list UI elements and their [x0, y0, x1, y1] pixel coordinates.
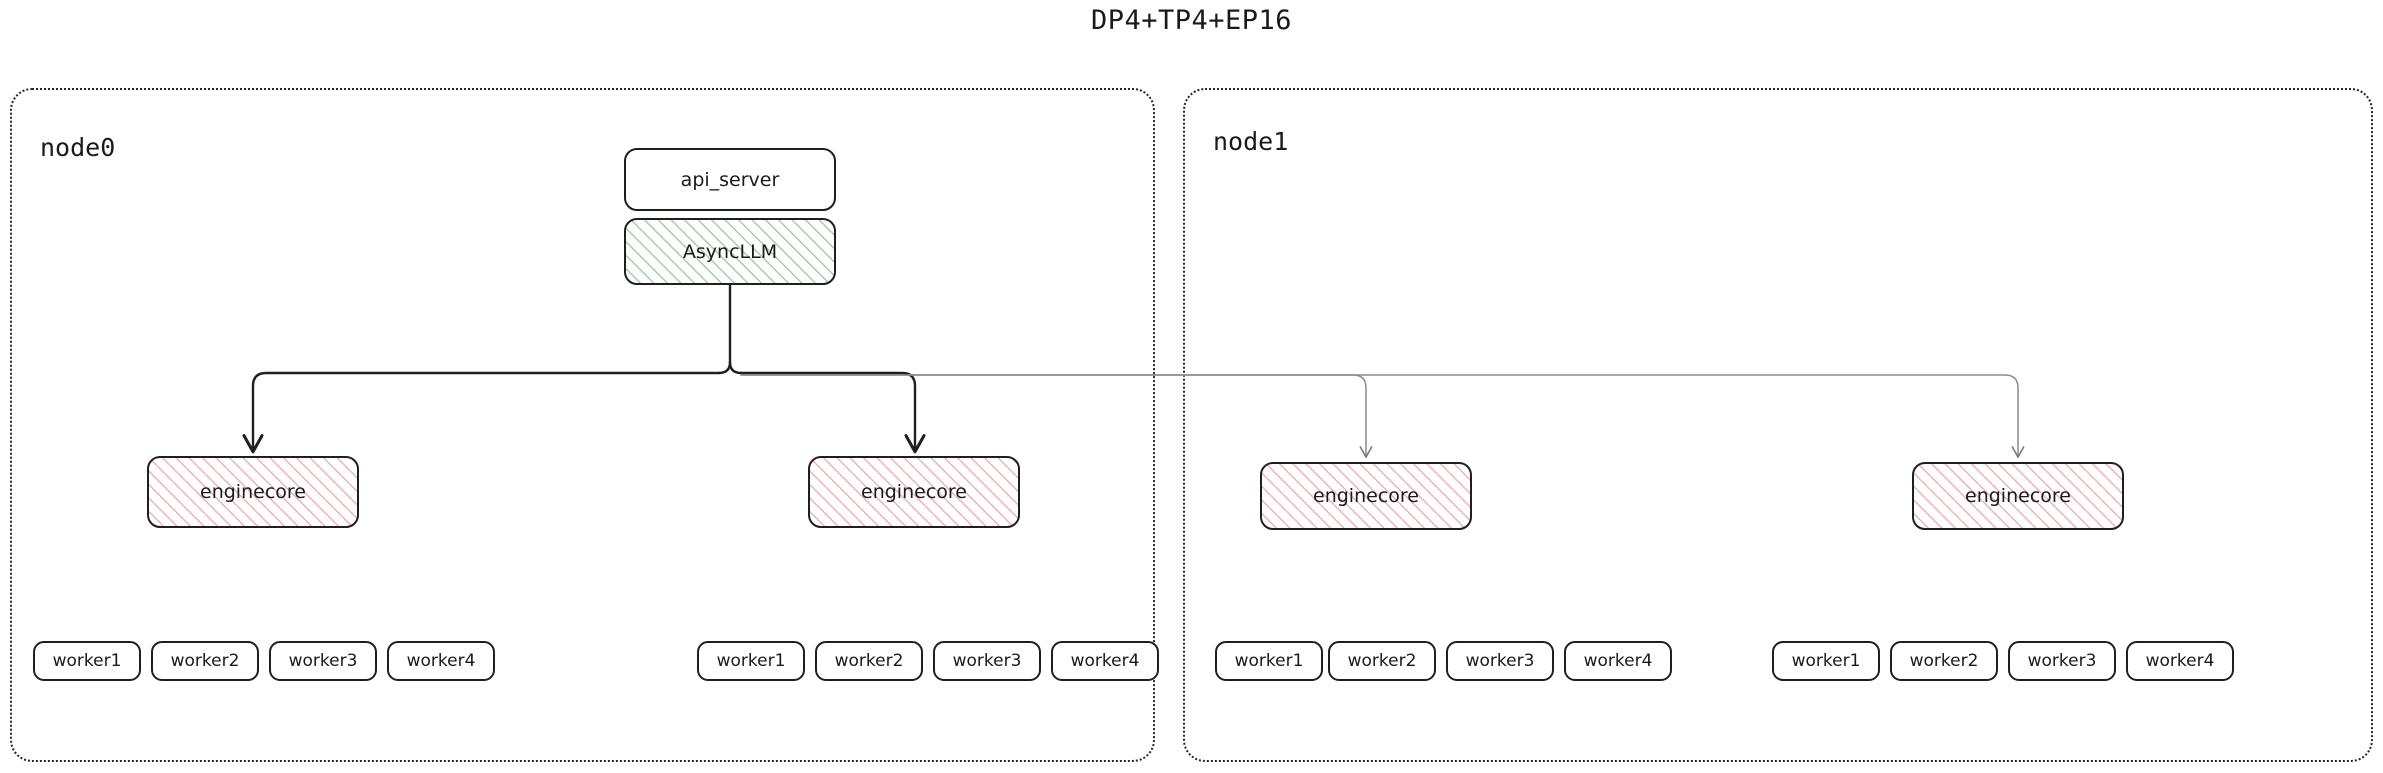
- box-worker-node1-1-2[interactable]: worker2: [1890, 641, 1998, 681]
- box-worker-label: worker3: [288, 651, 358, 671]
- box-worker-label: worker1: [52, 651, 122, 671]
- box-worker-node0-0-4[interactable]: worker4: [387, 641, 495, 681]
- box-enginecore-node1-1[interactable]: enginecore: [1912, 462, 2124, 530]
- box-worker-node0-0-1[interactable]: worker1: [33, 641, 141, 681]
- box-worker-label: worker2: [1347, 651, 1417, 671]
- box-worker-label: worker3: [2027, 651, 2097, 671]
- page-title: DP4+TP4+EP16: [1090, 5, 1293, 36]
- box-worker-label: worker4: [1583, 651, 1653, 671]
- box-worker-label: worker4: [406, 651, 476, 671]
- box-worker-label: worker2: [834, 651, 904, 671]
- box-worker-node1-0-4[interactable]: worker4: [1564, 641, 1672, 681]
- box-worker-node0-1-1[interactable]: worker1: [697, 641, 805, 681]
- box-async-llm[interactable]: AsyncLLM: [624, 218, 836, 285]
- box-enginecore-label: enginecore: [861, 481, 967, 503]
- box-enginecore-node1-0[interactable]: enginecore: [1260, 462, 1472, 530]
- box-enginecore-label: enginecore: [200, 481, 306, 503]
- box-enginecore-label: enginecore: [1313, 485, 1419, 507]
- box-enginecore-label: enginecore: [1965, 485, 2071, 507]
- box-worker-node0-0-2[interactable]: worker2: [151, 641, 259, 681]
- box-api-server[interactable]: api_server: [624, 148, 836, 211]
- box-worker-node0-0-3[interactable]: worker3: [269, 641, 377, 681]
- box-enginecore-node0-1[interactable]: enginecore: [808, 456, 1020, 528]
- box-worker-label: worker4: [1070, 651, 1140, 671]
- box-worker-node0-1-4[interactable]: worker4: [1051, 641, 1159, 681]
- box-enginecore-node0-0[interactable]: enginecore: [147, 456, 359, 528]
- box-worker-node0-1-2[interactable]: worker2: [815, 641, 923, 681]
- box-worker-node1-1-4[interactable]: worker4: [2126, 641, 2234, 681]
- box-worker-label: worker2: [170, 651, 240, 671]
- box-worker-node1-1-1[interactable]: worker1: [1772, 641, 1880, 681]
- box-worker-label: worker3: [952, 651, 1022, 671]
- box-worker-label: worker1: [716, 651, 786, 671]
- box-worker-node1-1-3[interactable]: worker3: [2008, 641, 2116, 681]
- box-worker-node1-0-2[interactable]: worker2: [1328, 641, 1436, 681]
- box-worker-node1-0-1[interactable]: worker1: [1215, 641, 1323, 681]
- box-async-llm-label: AsyncLLM: [682, 240, 778, 263]
- node-label-node0: node0: [40, 133, 116, 162]
- box-worker-label: worker1: [1791, 651, 1861, 671]
- box-worker-label: worker2: [1909, 651, 1979, 671]
- node-label-node1: node1: [1213, 127, 1289, 156]
- box-worker-label: worker3: [1465, 651, 1535, 671]
- box-worker-node1-0-3[interactable]: worker3: [1446, 641, 1554, 681]
- box-api-server-label: api_server: [680, 168, 780, 191]
- box-worker-node0-1-3[interactable]: worker3: [933, 641, 1041, 681]
- box-worker-label: worker1: [1234, 651, 1304, 671]
- box-worker-label: worker4: [2145, 651, 2215, 671]
